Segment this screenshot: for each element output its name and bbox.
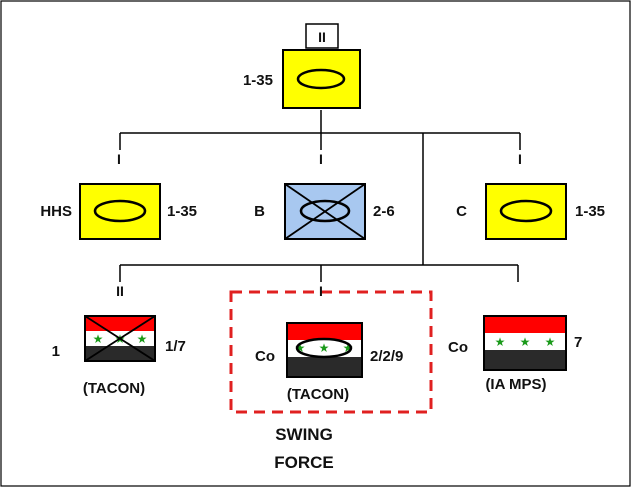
iraqi-battalion-1-7: II ★★★ 1 1/7 (TACON) — [52, 283, 186, 397]
infantry-cross-icon — [284, 183, 366, 240]
svg-text:★: ★ — [295, 341, 306, 355]
infantry-cross-icon — [84, 315, 156, 362]
iraqi-company-7: ★ ★ ★ Co 7 (IA MPS) — [448, 315, 582, 393]
c-company: I C 1-35 — [456, 151, 605, 240]
unit-left-label: Co — [255, 348, 275, 365]
echelon-box — [305, 23, 339, 49]
unit-right-label: 1/7 — [165, 338, 186, 355]
unit-note: (TACON) — [287, 386, 349, 403]
swing-force-label-line1: SWING — [275, 425, 333, 444]
unit-frame — [286, 322, 363, 378]
unit-left-label: 1 — [52, 343, 60, 360]
unit-note: (IA MPS) — [485, 376, 546, 393]
b-company: I B 2-6 — [254, 151, 395, 240]
swing-force-box — [229, 290, 433, 414]
unit-note: (TACON) — [83, 380, 145, 397]
unit-right-label: 7 — [574, 334, 582, 351]
iraqi-company-2-2-9: I ★ ★ ★ Co 2/2/9 (TACON) — [255, 283, 403, 403]
company-left-label: C — [456, 203, 467, 220]
svg-text:★: ★ — [520, 335, 531, 349]
company-right-label: 1-35 — [167, 203, 197, 220]
armor-oval-icon — [295, 337, 353, 359]
flag-red-band — [287, 323, 362, 340]
svg-text:★: ★ — [495, 335, 506, 349]
hq-frame — [282, 49, 361, 109]
company-echelon: I — [117, 151, 121, 167]
unit-frame — [84, 315, 156, 362]
armor-oval-icon — [93, 199, 147, 223]
flag-stars-icon: ★ ★ ★ — [295, 341, 354, 355]
hq-echelon: II — [318, 29, 326, 45]
unit-left-label: Co — [448, 339, 468, 356]
svg-text:★: ★ — [545, 335, 556, 349]
company-frame — [79, 183, 161, 240]
swing-force-label-line2: FORCE — [274, 453, 334, 472]
unit-echelon: I — [319, 283, 323, 299]
company-left-label: B — [254, 203, 265, 220]
svg-text:★: ★ — [93, 332, 104, 346]
company-left-label: HHS — [40, 203, 72, 220]
company-right-label: 2-6 — [373, 203, 395, 220]
flag-stars-icon: ★ ★ ★ — [495, 335, 556, 349]
unit-frame — [483, 315, 567, 371]
hq-battalion-symbol: II 1-35 — [243, 23, 361, 109]
company-right-label: 1-35 — [575, 203, 605, 220]
armor-oval-icon — [299, 199, 351, 223]
company-frame — [485, 183, 567, 240]
unit-echelon: II — [116, 283, 124, 299]
svg-text:★: ★ — [319, 341, 330, 355]
connector-lines — [119, 110, 521, 282]
armor-oval-icon — [499, 199, 553, 223]
hq-label: 1-35 — [243, 72, 273, 89]
flag-white-band — [484, 333, 566, 350]
flag-black-band — [287, 357, 362, 377]
armor-oval-icon — [296, 68, 346, 90]
company-echelon: I — [319, 151, 323, 167]
flag-red-band — [484, 316, 566, 333]
flag-white-band — [287, 340, 362, 357]
hhs-company: I HHS 1-35 — [40, 151, 197, 240]
svg-text:★: ★ — [137, 332, 148, 346]
unit-right-label: 2/2/9 — [370, 348, 403, 365]
flag-black-band — [484, 350, 566, 370]
svg-text:★: ★ — [343, 341, 354, 355]
company-echelon: I — [518, 151, 522, 167]
